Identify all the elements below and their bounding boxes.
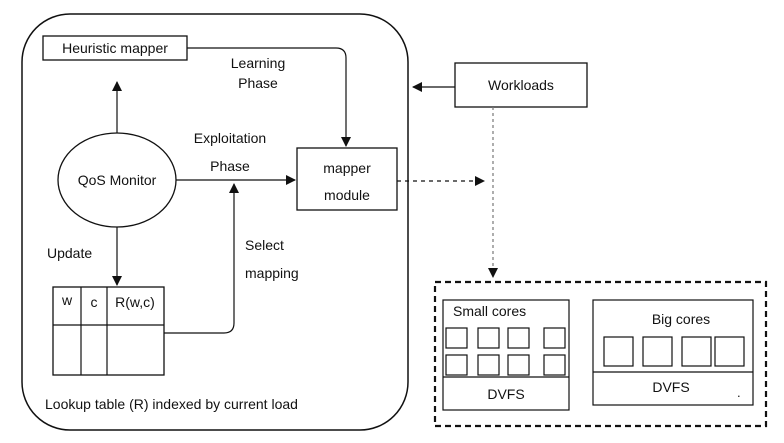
small-core xyxy=(445,327,468,349)
table-header-w: w xyxy=(61,292,73,308)
qos-monitor-node: QoS Monitor xyxy=(57,132,177,228)
big-cores-grid xyxy=(603,336,745,367)
big-core xyxy=(714,336,745,367)
mapper-module-node: mapper module xyxy=(296,147,398,211)
small-cores-cluster: Small cores DVFS xyxy=(442,299,570,411)
exploitation-phase-label-2: Phase xyxy=(210,158,250,174)
heuristic-mapper-node: Heuristic mapper xyxy=(42,35,188,61)
small-core xyxy=(477,327,500,349)
select-mapping-label-1: Select xyxy=(245,237,284,253)
table-header-c: c xyxy=(91,294,98,310)
workloads-label: Workloads xyxy=(488,77,554,93)
update-label: Update xyxy=(47,245,92,261)
hardware-container xyxy=(433,280,768,428)
small-cores-label: Small cores xyxy=(453,303,526,319)
qos-monitor-label: QoS Monitor xyxy=(78,172,157,188)
mapper-module-label-2: module xyxy=(324,187,370,203)
select-mapping-arrow xyxy=(164,183,239,334)
small-core xyxy=(543,327,566,349)
learning-phase-arrow xyxy=(187,47,351,147)
lookup-table-caption: Lookup table (R) indexed by current load xyxy=(45,396,298,412)
small-core xyxy=(507,354,530,376)
learning-phase-label-1: Learning xyxy=(231,55,286,71)
heuristic-mapper-label: Heuristic mapper xyxy=(62,40,168,56)
small-core xyxy=(507,327,530,349)
small-cores-grid xyxy=(445,327,566,376)
big-cores-label: Big cores xyxy=(652,311,710,327)
system-container xyxy=(21,13,409,431)
small-core xyxy=(445,354,468,376)
big-core xyxy=(681,336,712,367)
big-core xyxy=(603,336,634,367)
learning-phase-label-2: Phase xyxy=(238,75,278,91)
big-dvfs-label: DVFS xyxy=(652,379,689,395)
small-core xyxy=(477,354,500,376)
big-cores-cluster: Big cores DVFS . xyxy=(592,299,754,406)
workloads-node: Workloads xyxy=(454,62,588,108)
big-core xyxy=(642,336,673,367)
select-mapping-label-2: mapping xyxy=(245,265,299,281)
big-dvfs-dot: . xyxy=(737,385,741,400)
small-dvfs-label: DVFS xyxy=(487,386,524,402)
lookup-table: w c R(w,c) xyxy=(52,286,165,376)
exploitation-phase-label-1: Exploitation xyxy=(194,130,266,146)
table-header-r: R(w,c) xyxy=(115,294,155,310)
mapper-module-label-1: mapper xyxy=(323,160,371,176)
small-core xyxy=(543,354,566,376)
